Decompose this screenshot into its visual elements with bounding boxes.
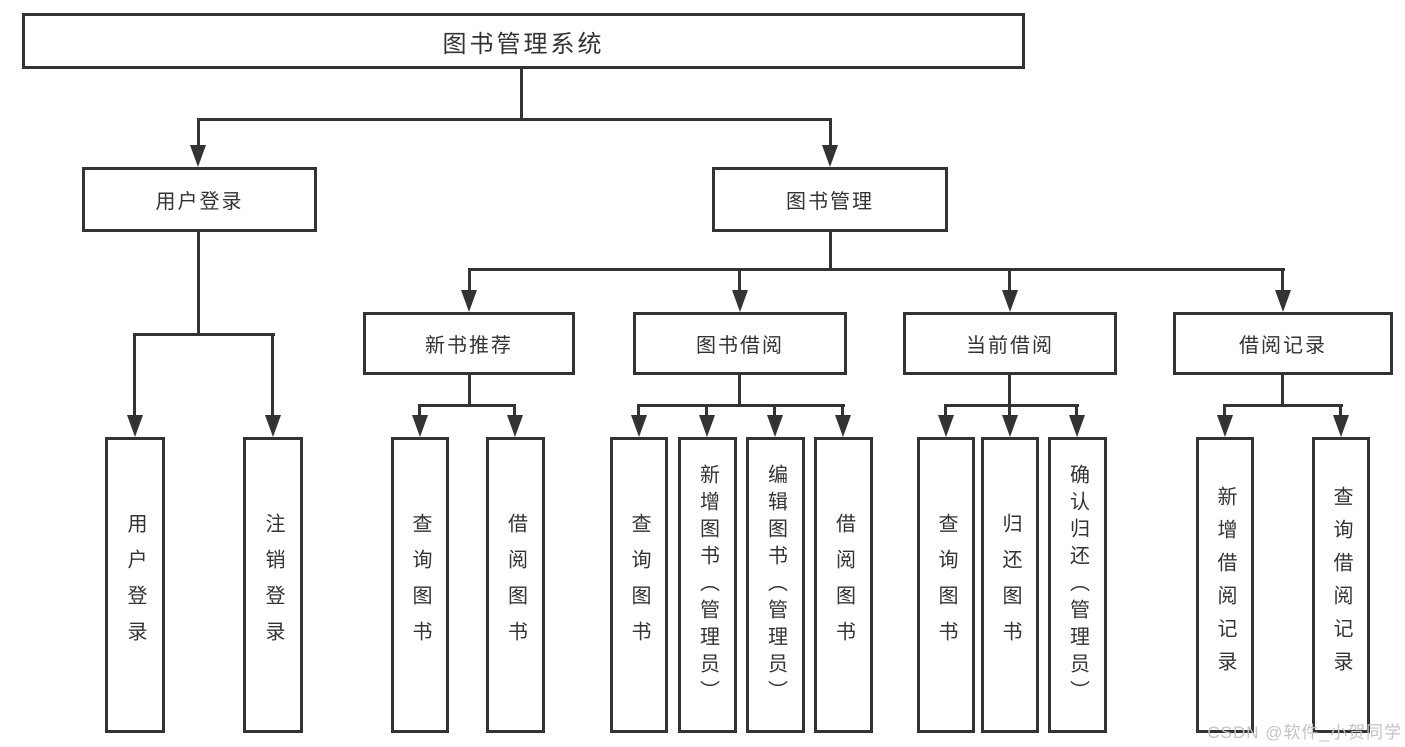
arrow-down-icon <box>190 145 206 167</box>
leaf-label: 编辑图书（管理员） <box>764 463 787 707</box>
arrow-down-icon <box>1217 415 1233 437</box>
arrow-down-icon <box>1002 290 1018 312</box>
leaf-query-books-borrow: 查询图书 <box>610 437 668 733</box>
connector-level2-junction <box>197 118 832 121</box>
connector-leaf-drop <box>773 404 776 415</box>
arrow-down-icon <box>1333 415 1349 437</box>
connector-new-book-junction <box>418 404 516 407</box>
connector-leaf-drop <box>637 404 640 415</box>
connector-root-stem <box>520 69 523 120</box>
arrow-down-icon <box>767 415 783 437</box>
node-borrow-records: 借阅记录 <box>1173 312 1393 375</box>
leaf-label: 借阅图书 <box>832 513 855 657</box>
leaf-query-books-recommend: 查询图书 <box>391 437 449 733</box>
leaf-label: 查询图书 <box>935 513 957 657</box>
connector-current-borrow-junction <box>944 404 1079 407</box>
connector-leaf-drop <box>271 333 274 415</box>
connector-borrow-records-junction <box>1223 404 1343 407</box>
leaf-add-borrow-record: 新增借阅记录 <box>1196 437 1254 733</box>
leaf-label: 新增图书（管理员） <box>696 463 719 707</box>
connector-book-mgmt-drop <box>829 118 832 147</box>
leaf-logout: 注销登录 <box>243 437 303 733</box>
leaf-borrow-books: 借阅图书 <box>814 437 873 733</box>
leaf-label: 查询图书 <box>409 513 431 657</box>
leaf-query-books-current: 查询图书 <box>917 437 975 733</box>
connector-leaf-drop <box>133 333 136 415</box>
connector-leaf-drop <box>418 404 421 415</box>
connector-level3-junction <box>468 268 1285 271</box>
connector-user-login-drop <box>197 118 200 147</box>
arrow-down-icon <box>1002 415 1018 437</box>
connector-leaf-drop <box>513 404 516 415</box>
leaf-user-login: 用户登录 <box>105 437 165 733</box>
leaf-add-book-admin: 新增图书（管理员） <box>678 437 737 733</box>
node-book-management: 图书管理 <box>712 167 948 232</box>
leaf-return-books: 归还图书 <box>981 437 1039 733</box>
arrow-down-icon <box>822 145 838 167</box>
watermark: CSDN @软件_小贺同学 <box>1207 723 1402 742</box>
leaf-label: 用户登录 <box>124 513 146 657</box>
leaf-label: 借阅图书 <box>504 513 527 657</box>
connector-book-borrow-junction <box>637 404 845 407</box>
arrow-down-icon <box>835 415 851 437</box>
connector-leaf-drop <box>705 404 708 415</box>
connector-new-book-stem <box>468 375 471 406</box>
leaf-label: 注销登录 <box>262 513 284 657</box>
arrow-down-icon <box>127 415 143 437</box>
connector-borrow-records-stem <box>1281 375 1284 406</box>
connector-leaf-drop <box>841 404 844 415</box>
connector-current-borrow-stem <box>1008 375 1011 406</box>
leaf-label: 查询借阅记录 <box>1330 486 1352 684</box>
connector-leaf-drop <box>944 404 947 415</box>
node-new-book-recommend: 新书推荐 <box>363 312 575 375</box>
arrow-down-icon <box>461 290 477 312</box>
connector-leaf-drop <box>1075 404 1078 415</box>
arrow-down-icon <box>732 290 748 312</box>
connector-new-book-drop <box>468 268 471 292</box>
connector-user-login-junction <box>133 333 275 336</box>
arrow-down-icon <box>1069 415 1085 437</box>
leaf-label: 新增借阅记录 <box>1214 486 1236 684</box>
connector-current-borrow-drop <box>1008 268 1011 292</box>
leaf-borrow-books-recommend: 借阅图书 <box>486 437 545 733</box>
connector-leaf-drop <box>1339 404 1342 415</box>
leaf-label: 查询图书 <box>628 513 650 657</box>
arrow-down-icon <box>631 415 647 437</box>
arrow-down-icon <box>507 415 523 437</box>
connector-leaf-drop <box>1223 404 1226 415</box>
connector-book-mgmt-stem <box>829 232 832 270</box>
connector-book-borrow-stem <box>738 375 741 406</box>
connector-leaf-drop <box>1008 404 1011 415</box>
node-book-borrow: 图书借阅 <box>633 312 847 375</box>
leaf-edit-book-admin: 编辑图书（管理员） <box>746 437 805 733</box>
arrow-down-icon <box>265 415 281 437</box>
arrow-down-icon <box>412 415 428 437</box>
leaf-label: 归还图书 <box>999 513 1021 657</box>
arrow-down-icon <box>699 415 715 437</box>
connector-borrow-records-drop <box>1281 268 1284 292</box>
arrow-down-icon <box>1275 290 1291 312</box>
node-root: 图书管理系统 <box>22 13 1025 69</box>
leaf-label: 确认归还（管理员） <box>1066 463 1089 707</box>
connector-book-borrow-drop <box>738 268 741 292</box>
arrow-down-icon <box>938 415 954 437</box>
leaf-confirm-return-admin: 确认归还（管理员） <box>1048 437 1107 733</box>
leaf-query-borrow-record: 查询借阅记录 <box>1312 437 1370 733</box>
node-current-borrow: 当前借阅 <box>903 312 1117 375</box>
connector-user-login-stem <box>197 232 200 335</box>
node-user-login: 用户登录 <box>82 167 317 232</box>
